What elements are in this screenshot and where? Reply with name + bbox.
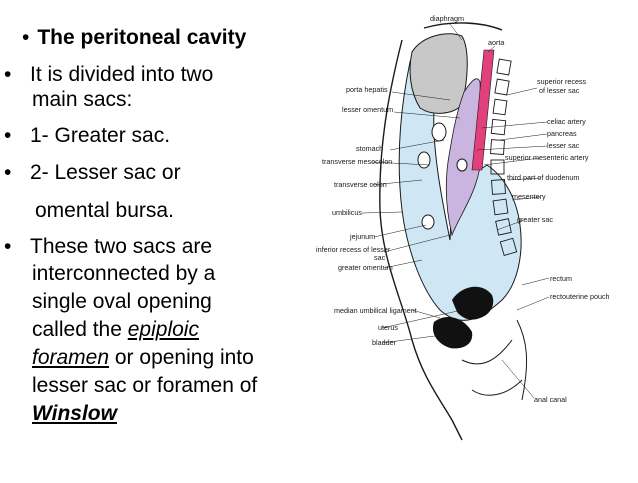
slide-text-panel: •The peritoneal cavity •It is divided in… [0, 0, 315, 478]
bullet-2: • 1- Greater sac. [4, 123, 170, 148]
label-aorta: aorta [488, 38, 504, 47]
bullet-dot: • [22, 26, 30, 49]
bullet-3-line-2: omental bursa. [35, 199, 174, 222]
vertebral-column [490, 58, 518, 256]
winslow-term: Winslow [32, 402, 117, 425]
bullet-4-line-4-prefix: called the [32, 318, 128, 341]
bullet-1-line-1: It is divided into two [30, 63, 214, 86]
label-lesser-sac: lesser sac [547, 141, 580, 150]
bullet-4-line-5-suffix: or opening into [109, 346, 254, 369]
label-inferior-recess-line-1: inferior recess of lesser [316, 245, 391, 254]
bullet-2-text: 1- Greater sac. [30, 124, 171, 147]
bullet-4-line-4: called the epiploic [32, 317, 199, 342]
bullet-4: • These two sacs are [4, 234, 212, 259]
label-celiac-artery: celiac artery [547, 117, 586, 126]
bullet-dot: • [4, 235, 12, 258]
label-inferior-recess-line-2: sac [374, 253, 386, 262]
label-umbilicus: umbilicus [332, 208, 362, 217]
label-transverse-colon: transverse colon [334, 180, 387, 189]
bullet-3: • 2- Lesser sac or [4, 160, 181, 185]
body-outline [379, 22, 503, 441]
leader-lines [361, 23, 550, 399]
label-jejunum: jejunum [349, 232, 375, 241]
bullet-4-line-3: single oval opening [32, 290, 212, 313]
label-anal-canal: anal canal [534, 395, 567, 404]
label-greater-omentum: greater omentum [338, 263, 393, 272]
label-superior-recess-line-1: superior recess [537, 77, 587, 86]
slide-title: • The peritoneal cavity [22, 26, 246, 50]
bullet-dot: • [4, 124, 12, 147]
label-uterus: uterus [378, 323, 398, 332]
bladder-region [432, 317, 473, 349]
liver-region [409, 33, 468, 114]
label-stomach: stomach [356, 144, 383, 153]
bullet-3-line-1: 2- Lesser sac or [30, 161, 181, 184]
epiploic-term: epiploic [127, 318, 199, 341]
peritoneum-sagittal-diagram: diaphragm aorta superior recess of lesse… [312, 0, 638, 478]
label-superior-mesenteric-artery: superior mesenteric artery [505, 153, 589, 162]
bullet-1-line-2: main sacs: [32, 88, 133, 111]
label-porta-hepatis: porta hepatis [346, 85, 388, 94]
bullet-4-line-6: lesser sac or foramen of [32, 374, 258, 397]
label-pancreas: pancreas [547, 129, 577, 138]
label-transverse-mesocolon: transverse mesocolon [322, 157, 392, 166]
label-bladder: bladder [372, 338, 397, 347]
uterus-rectum-region [452, 286, 494, 320]
title-text: The peritoneal cavity [37, 26, 247, 49]
label-rectouterine-pouch: rectouterine pouch [550, 292, 610, 301]
pelvic-floor-lines [461, 319, 528, 401]
bullet-1: • It is divided into two [4, 62, 213, 87]
label-mesentery: mesentery [512, 192, 546, 201]
label-third-part-duodenum: third part of duodenum [507, 173, 579, 182]
label-lesser-omentum: lesser omentum [342, 105, 393, 114]
label-superior-recess-line-2: of lesser sac [539, 86, 580, 95]
bullet-4-line-2: interconnected by a [32, 262, 216, 285]
label-diaphragm: diaphragm [430, 14, 464, 23]
bullet-dot: • [4, 161, 12, 184]
bullet-4-line-1: These two sacs are [30, 235, 213, 258]
bullet-4-line-7: Winslow [32, 401, 117, 426]
label-greater-sac: greater sac [517, 215, 553, 224]
label-median-umbilical-ligament: median umbilical ligament [334, 306, 417, 315]
diagram-svg: diaphragm aorta superior recess of lesse… [316, 14, 610, 441]
bullet-4-line-5: foramen or opening into [32, 345, 254, 370]
foramen-term: foramen [32, 346, 110, 369]
bullet-dot: • [4, 63, 12, 86]
lesser-sac-region [445, 78, 483, 237]
label-rectum: rectum [550, 274, 572, 283]
